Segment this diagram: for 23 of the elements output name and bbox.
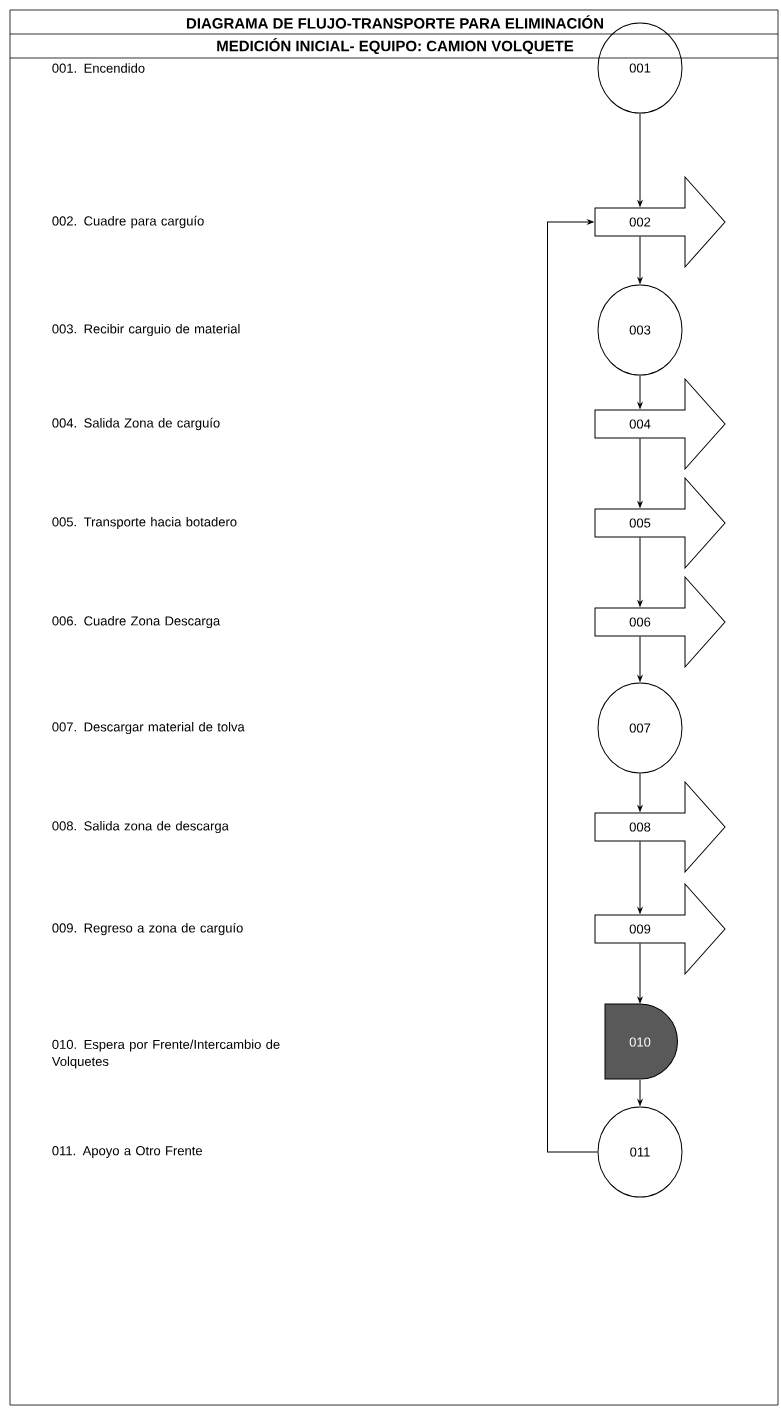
step-label: 009. Regreso a zona de carguío (52, 922, 243, 936)
arrow (637, 636, 643, 682)
step-label: 008. Salida zona de descarga (52, 820, 229, 834)
arrow (637, 438, 643, 508)
step-label: 005. Transporte hacia botadero (52, 516, 237, 530)
step-label: 004. Salida Zona de carguío (52, 417, 220, 431)
step-label: 001. Encendido (52, 63, 145, 73)
step-label: 011. Apoyo a Otro Frente (52, 1146, 202, 1158)
arrow (637, 943, 643, 1004)
step-label: 006. Cuadre Zona Descarga (52, 615, 221, 629)
arrow (637, 113, 643, 207)
subtitle: MEDICIÓN INICIAL- EQUIPO: CAMION VOLQUETE (217, 37, 574, 55)
step-label: 010. Espera por Frente/Intercambio de Volquetes (51, 1039, 280, 1069)
arrow (637, 773, 643, 812)
step-label: 007. Descargar material de tolva (52, 721, 245, 735)
step-label: 002. Cuadre para carguío (52, 215, 204, 229)
arrow (637, 841, 643, 914)
arrow (637, 1079, 643, 1106)
arrow (547, 219, 598, 1153)
step-label: 003. Recibir carguio de material (52, 323, 240, 337)
arrow (637, 537, 643, 607)
arrow (637, 375, 643, 409)
arrow (637, 236, 643, 284)
